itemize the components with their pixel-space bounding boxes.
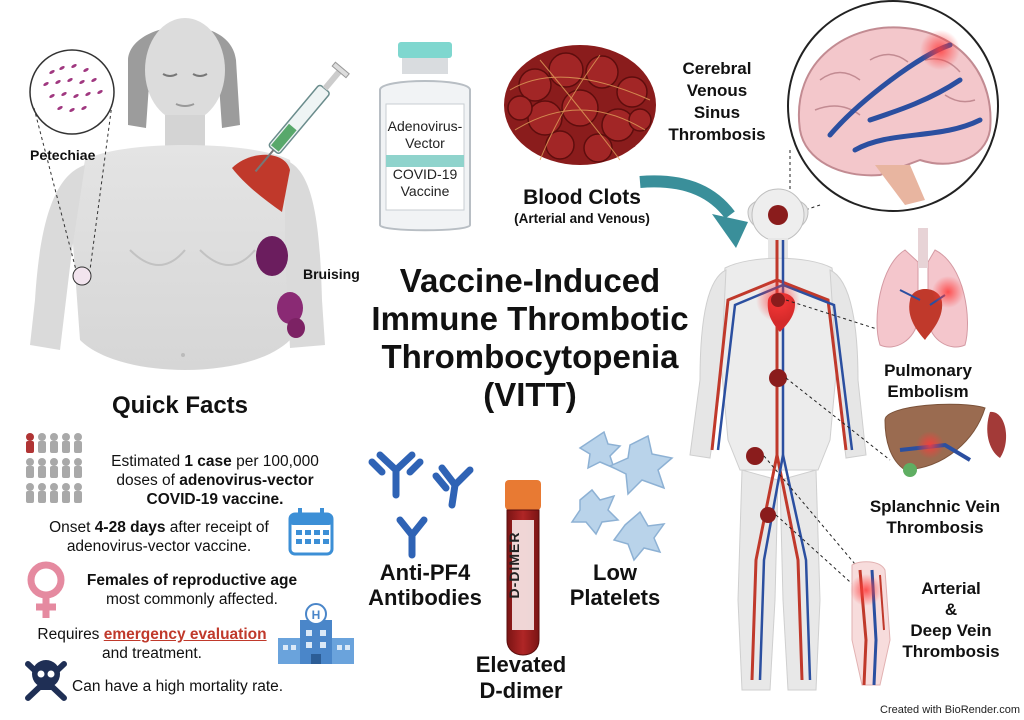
adv-line3: Deep Vein xyxy=(910,621,992,640)
quick-facts-heading: Quick Facts xyxy=(111,392,249,419)
antibodies-label: Anti-PF4 Antibodies xyxy=(355,560,495,610)
fact1-text-c: per 100,000 xyxy=(231,453,319,470)
blood-tube-icon xyxy=(505,480,541,656)
fact1-text-f: COVID-19 vaccine. xyxy=(146,491,284,508)
ddimer-line2: D-dimer xyxy=(479,678,563,703)
adv-line1: Arterial xyxy=(921,579,981,598)
fact-onset: Onset 4-28 days after receipt of adenovi… xyxy=(28,518,290,556)
cvst-line4: Thrombosis xyxy=(668,125,766,144)
cvst-line1: Cerebral xyxy=(682,59,752,78)
fact3-text-a: Females of reproductive age xyxy=(86,572,298,589)
leader-lines xyxy=(763,299,891,601)
page-title: Vaccine-Induced Immune Thrombotic Thromb… xyxy=(330,262,730,414)
blood-clots-label: Blood Clots (Arterial and Venous) xyxy=(498,186,666,228)
title-line2: Immune Thrombotic xyxy=(371,300,689,337)
emergency-evaluation-text: emergency evaluation xyxy=(103,626,267,643)
blood-clots-title: Blood Clots xyxy=(523,186,641,209)
svt-line1: Splanchnic Vein xyxy=(869,497,1001,516)
antibodies-line2: Antibodies xyxy=(368,585,482,610)
vial-label: Adenovirus- Vector COVID-19 Vaccine xyxy=(386,118,464,200)
vial-label-line3: COVID-19 xyxy=(392,166,458,182)
bruising-label: Bruising xyxy=(303,266,360,282)
deltoid-muscle xyxy=(232,154,290,212)
blood-clots-subtitle: (Arterial and Venous) xyxy=(514,211,650,226)
title-line1: Vaccine-Induced xyxy=(399,262,661,299)
platelets-line2: Platelets xyxy=(569,585,661,610)
ddimer-line1: Elevated xyxy=(475,652,567,677)
antibody-icon xyxy=(368,451,474,559)
adv-label: Arterial & Deep Vein Thrombosis xyxy=(890,578,1012,662)
fact-incidence: Estimated 1 case per 100,000 doses of ad… xyxy=(90,452,340,509)
blood-clot-icon xyxy=(504,45,656,165)
platelet-icon xyxy=(570,430,674,562)
svt-label: Splanchnic Vein Thrombosis xyxy=(850,496,1020,538)
calendar-icon xyxy=(288,508,334,556)
adv-line2: & xyxy=(944,600,958,619)
svt-line2: Thrombosis xyxy=(886,518,984,537)
platelets-label: Low Platelets xyxy=(560,560,670,610)
svg-text:H: H xyxy=(312,608,321,622)
skull-crossbones-icon xyxy=(25,660,67,701)
fact3-text-b: most commonly affected. xyxy=(105,591,278,608)
antibodies-line1: Anti-PF4 xyxy=(379,560,471,585)
people-icon xyxy=(26,433,82,503)
petechiae-label: Petechiae xyxy=(30,147,96,163)
vial-label-line2: Vector xyxy=(405,135,445,151)
pe-line2: Embolism xyxy=(887,382,969,401)
fact1-text-a: Estimated xyxy=(111,453,185,470)
curved-arrow-icon xyxy=(639,175,748,248)
fact4-text-c: and treatment. xyxy=(102,645,202,662)
adv-line4: Thrombosis xyxy=(902,642,1000,661)
petechiae-zoom xyxy=(29,49,115,286)
fact1-text-b: 1 case xyxy=(184,453,232,470)
body-vessels-figure xyxy=(689,188,867,691)
syringe-icon xyxy=(254,61,350,173)
leg-vessels-icon xyxy=(850,561,891,686)
female-symbol-icon xyxy=(27,561,65,618)
woman-figure xyxy=(30,18,325,370)
pe-line1: Pulmonary xyxy=(884,361,972,380)
cvst-line2: Venous xyxy=(686,81,748,100)
hospital-icon: H xyxy=(278,603,354,664)
fact1-text-d: doses of xyxy=(116,472,180,489)
fact-demographic: Females of reproductive age most commonl… xyxy=(72,571,312,609)
vial-label-line4: Vaccine xyxy=(400,183,450,199)
footer-credit: Created with BioRender.com xyxy=(880,704,1021,716)
fact2-text-b: 4-28 days xyxy=(94,519,166,536)
bruise-marks xyxy=(256,236,305,338)
fact2-text-d: adenovirus-vector vaccine. xyxy=(66,538,252,555)
ddimer-label: Elevated D-dimer xyxy=(456,652,586,704)
cvst-label: Cerebral Venous Sinus Thrombosis xyxy=(662,58,772,146)
title-line4: (VITT) xyxy=(483,376,577,413)
brain-zoom xyxy=(787,0,999,216)
fact-emergency: Requires emergency evaluation and treatm… xyxy=(24,625,280,663)
vaccine-vial-icon xyxy=(379,42,471,232)
fact2-text-a: Onset xyxy=(49,519,95,536)
liver-icon xyxy=(884,403,1007,477)
vial-label-line1: Adenovirus- xyxy=(387,118,463,134)
tube-label: D-DIMER xyxy=(506,531,522,599)
platelets-line1: Low xyxy=(593,560,637,585)
fact4-text-a: Requires xyxy=(37,626,104,643)
lungs-icon xyxy=(876,228,968,348)
pe-label: Pulmonary Embolism xyxy=(866,360,990,402)
fact1-text-e: adenovirus-vector xyxy=(179,472,314,489)
title-line3: Thrombocytopenia xyxy=(381,338,679,375)
fact-mortality: Can have a high mortality rate. xyxy=(72,678,284,695)
cvst-line3: Sinus xyxy=(693,103,741,122)
fact2-text-c: after receipt of xyxy=(165,519,269,536)
